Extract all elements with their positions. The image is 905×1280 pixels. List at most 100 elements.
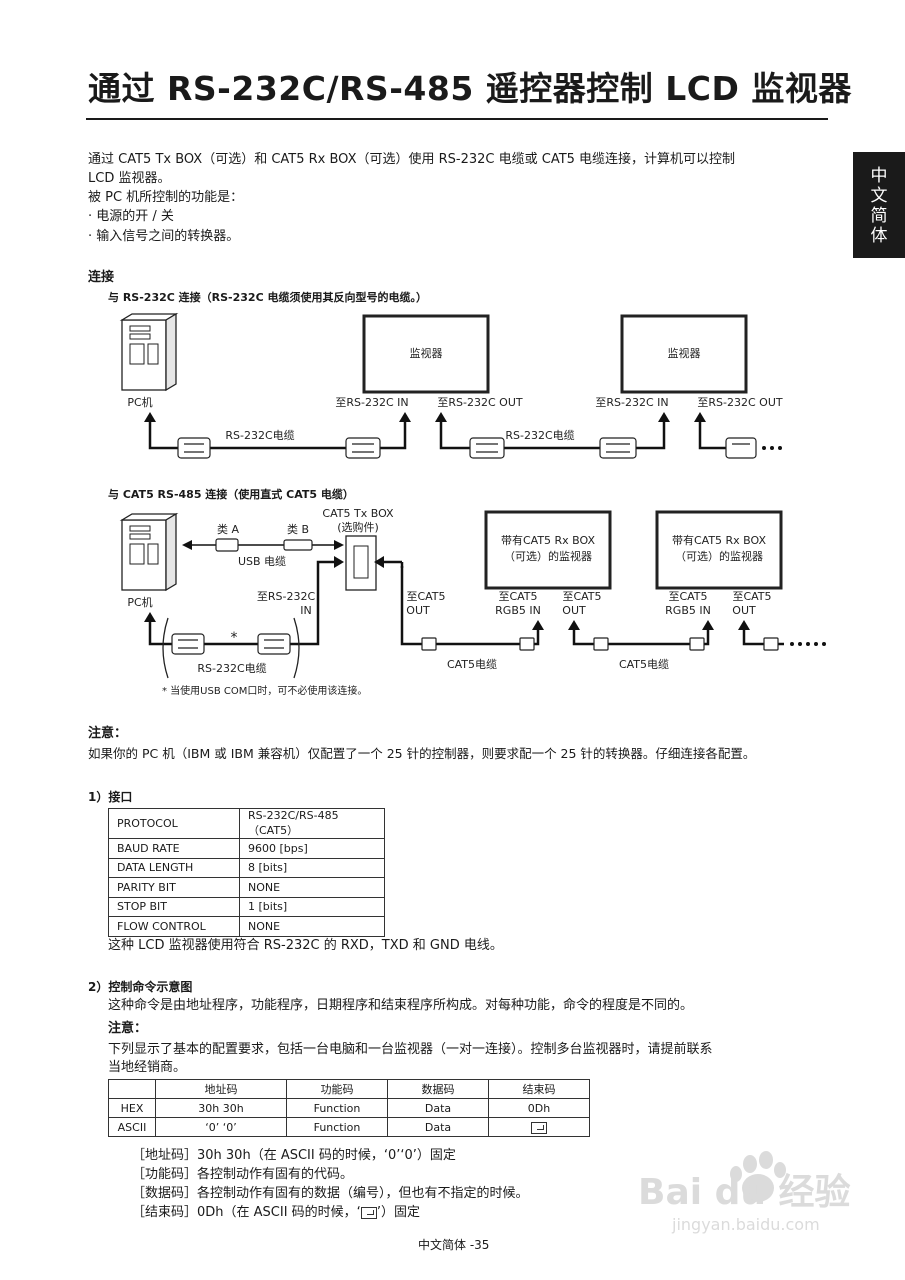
table-cell-value: NONE	[239, 877, 385, 898]
table-header-row: 地址码 功能码 数据码 结束码	[108, 1079, 590, 1099]
continuation-dots	[790, 642, 826, 646]
tx-box-optional-label: (选购件)	[337, 520, 379, 534]
rs232-cable-label-3: RS-232C电缆	[197, 662, 266, 675]
rgb5-in-label-2b: RGB5 IN	[665, 604, 711, 617]
usb-connector-icon	[215, 538, 313, 552]
rs232-cable-label-2: RS-232C电缆	[505, 429, 574, 442]
rs232-in-label-2: 至RS-232C IN	[595, 396, 668, 409]
rs232-connection-subheading: 与 RS-232C 连接（RS-232C 电缆须使用其反向型号的电缆。）	[108, 291, 427, 304]
explain-address: ［地址码］30h 30h（在 ASCII 码的时候，‘0’‘0’）固定	[132, 1148, 456, 1163]
arrow-icon	[144, 412, 706, 422]
explain-end-text: ［结束码］0Dh（在 ASCII 码的时候，‘	[132, 1205, 361, 1220]
table-header-cell: 结束码	[488, 1079, 590, 1099]
cat5-cable-label-2: CAT5电缆	[619, 658, 669, 671]
paw-icon	[730, 1151, 786, 1202]
cable-wire	[400, 566, 784, 646]
interface-heading: 1）接口	[88, 790, 133, 804]
type-b-label: 类 B	[287, 522, 309, 536]
table-row: ASCII ‘0’ ‘0’ Function Data	[108, 1117, 590, 1137]
intro-line-1: 通过 CAT5 Tx BOX（可选）和 CAT5 Rx BOX（可选）使用 RS…	[88, 152, 736, 167]
type-a-label: 类 A	[217, 522, 239, 536]
rx-monitor-optional-label: （可选）的监视器	[504, 549, 592, 563]
bracket-right	[293, 617, 300, 679]
rs232-in-label-3: 至RS-232C	[257, 590, 316, 603]
enter-key-icon	[531, 1121, 547, 1134]
pc-label-2: PC机	[127, 595, 152, 609]
cable-wire	[148, 560, 336, 646]
table-cell: HEX	[108, 1098, 156, 1118]
cat5-cable-label: CAT5电缆	[447, 658, 497, 671]
table-header-cell	[108, 1079, 156, 1099]
table-cell: ASCII	[108, 1117, 156, 1137]
interface-wires-note: 这种 LCD 监视器使用符合 RS-232C 的 RXD，TXD 和 GND 电…	[108, 938, 503, 953]
page-title: 通过 RS-232C/RS-485 遥控器控制 LCD 监视器	[88, 69, 852, 108]
pc-tower-icon	[119, 512, 179, 592]
footnote: * 当使用USB COM口时，可不必使用该连接。	[162, 684, 367, 697]
explain-end-suffix: ’）固定	[376, 1205, 420, 1220]
baidu-watermark: Bai du 经验 jingyan.baidu.com	[638, 1151, 851, 1234]
cat5-connection-subheading: 与 CAT5 RS-485 连接（使用直式 CAT5 电缆）	[108, 488, 354, 501]
table-cell: Data	[387, 1098, 489, 1118]
table-cell: 0Dh	[488, 1098, 590, 1118]
table-cell-key: PROTOCOL	[108, 808, 240, 839]
rgb5-in-label-b: RGB5 IN	[495, 604, 541, 617]
table-cell: Data	[387, 1117, 489, 1137]
monitor-icon	[620, 314, 748, 394]
table-cell	[488, 1117, 590, 1137]
table-cell-value: RS-232C/RS-485（CAT5）	[239, 808, 385, 839]
rx-monitor-label: 带有CAT5 Rx BOX	[501, 533, 596, 547]
rs232-diagram: PC机 监视器 监视器 至RS-232C IN 至RS-232C OUT 至RS…	[119, 312, 783, 459]
cat5-out-label-3b: OUT	[732, 604, 756, 617]
monitor-icon	[362, 314, 490, 394]
table-cell: ‘0’ ‘0’	[155, 1117, 287, 1137]
command-note-line-1: 下列显示了基本的配置要求，包括一台电脑和一台监视器（一对一连接）。控制多台监视器…	[108, 1042, 713, 1057]
page-footer: 中文简体 -35	[418, 1238, 490, 1252]
table-header-cell: 功能码	[286, 1079, 388, 1099]
watermark-url: jingyan.baidu.com	[671, 1215, 820, 1234]
bullet-input: · 输入信号之间的转换器。	[88, 229, 240, 244]
intro-line-2: LCD 监视器。	[88, 171, 171, 186]
table-cell-key: DATA LENGTH	[108, 857, 240, 878]
db9-connector-icon	[177, 437, 757, 459]
table-cell-key: FLOW CONTROL	[108, 916, 240, 937]
cat5-tx-box-icon	[345, 535, 377, 591]
rs232-out-label: 至RS-232C OUT	[437, 396, 522, 409]
tx-box-label: CAT5 Tx BOX	[322, 507, 394, 520]
table-row: HEX 30h 30h Function Data 0Dh	[108, 1098, 590, 1118]
bracket-left	[162, 617, 169, 679]
explain-data: ［数据码］各控制动作有固有的数据（编号），但也有不指定的时候。	[132, 1186, 529, 1201]
table-cell-key: BAUD RATE	[108, 838, 240, 859]
rgb5-in-label: 至CAT5	[498, 590, 537, 603]
cat5-out-label-2b: OUT	[562, 604, 586, 617]
cat5-diagram: PC机 类 A 类 B USB 电缆 CAT5 Tx BOX (选购件) 至RS…	[119, 507, 826, 697]
table-cell-value: 8 [bits]	[239, 857, 385, 878]
rs232-out-label-2: 至RS-232C OUT	[697, 396, 782, 409]
monitor-label: 监视器	[410, 346, 443, 360]
language-tab	[853, 152, 905, 258]
table-cell-key: STOP BIT	[108, 896, 240, 917]
usb-cable-label: USB 电缆	[238, 555, 286, 568]
rx-monitor-2-optional-label: （可选）的监视器	[675, 549, 763, 563]
note-text: 如果你的 PC 机（IBM 或 IBM 兼容机）仅配置了一个 25 针的控制器，…	[88, 746, 756, 761]
continuation-dots	[762, 446, 782, 450]
table-cell-value: NONE	[239, 916, 385, 937]
title-divider	[86, 118, 828, 120]
language-tab-label: 中文简体	[870, 166, 888, 246]
command-note-heading: 注意：	[108, 1021, 148, 1036]
enter-key-icon	[360, 1206, 377, 1219]
connection-heading: 连接	[88, 270, 115, 285]
rs232-in-label-3b: IN	[300, 604, 311, 617]
cable-wire	[148, 416, 726, 450]
explain-end: ［结束码］0Dh（在 ASCII 码的时候，‘ ’）固定	[132, 1203, 420, 1222]
note-heading: 注意：	[88, 726, 128, 741]
rs232-cable-label: RS-232C电缆	[225, 429, 294, 442]
cat5-out-label-3: 至CAT5	[732, 590, 771, 603]
monitor-2-label: 监视器	[668, 346, 701, 360]
explain-function: ［功能码］各控制动作有固有的代码。	[132, 1167, 354, 1182]
